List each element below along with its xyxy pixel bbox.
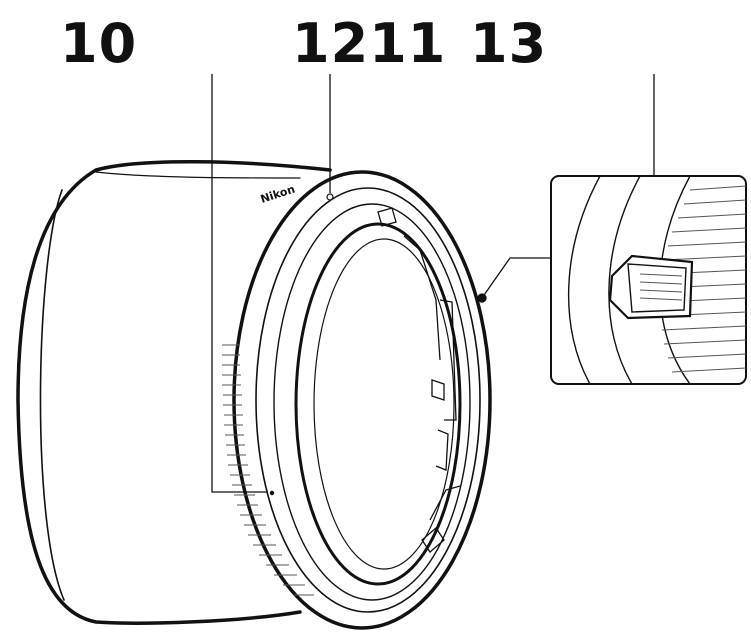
callout-13: 13 bbox=[470, 12, 548, 75]
lock-button bbox=[608, 254, 694, 320]
bayonet-details bbox=[377, 207, 461, 553]
callout-12-11: 1211 bbox=[292, 12, 447, 75]
leader-lines bbox=[211, 74, 655, 493]
callout-10: 10 bbox=[60, 12, 138, 75]
inset-detail bbox=[550, 175, 747, 385]
ring-index-dot bbox=[269, 490, 275, 496]
mount-index-mark bbox=[326, 193, 334, 201]
grip-hatching bbox=[222, 344, 314, 596]
mount-ring bbox=[232, 170, 492, 630]
